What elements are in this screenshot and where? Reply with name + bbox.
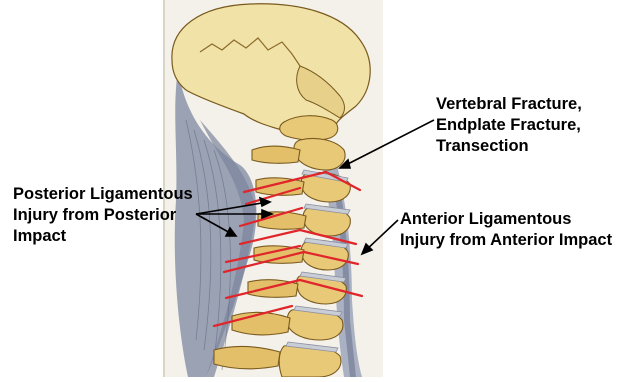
vertebra-c2-process: [252, 146, 300, 163]
label-line: Posterior Ligamentous: [13, 184, 193, 205]
label-line: Vertebral Fracture,: [436, 94, 582, 115]
label-vertebral-fracture: Vertebral Fracture, Endplate Fracture, T…: [436, 94, 582, 157]
label-line: Anterior Ligamentous: [400, 209, 612, 230]
label-line: Injury from Posterior: [13, 205, 193, 226]
vertebra-t1-process: [214, 346, 280, 368]
label-line: Transection: [436, 136, 582, 157]
label-line: Injury from Anterior Impact: [400, 230, 612, 251]
label-line: Endplate Fracture,: [436, 115, 582, 136]
label-line: Impact: [13, 226, 193, 247]
vertebra-c1: [280, 116, 338, 140]
label-posterior-injury: Posterior Ligamentous Injury from Poster…: [13, 184, 193, 247]
vertebra-c7-process: [232, 312, 290, 334]
label-anterior-injury: Anterior Ligamentous Injury from Anterio…: [400, 209, 612, 251]
